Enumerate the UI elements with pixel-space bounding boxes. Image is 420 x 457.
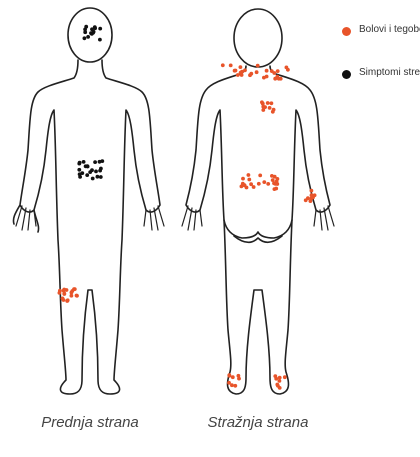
pain-marker-wrist bbox=[310, 189, 314, 193]
pain-marker-front-knee bbox=[62, 292, 66, 296]
pain-marker-front-knee bbox=[75, 294, 79, 298]
pain-marker-lower-back bbox=[249, 182, 253, 186]
pain-marker-lower-back bbox=[274, 187, 278, 191]
pain-marker-left-ankle bbox=[233, 384, 237, 388]
stress-marker-abdomen bbox=[90, 168, 94, 172]
pain-marker-right-ankle bbox=[283, 375, 287, 379]
pain-marker-neck-shoulders bbox=[248, 73, 252, 77]
stress-marker-abdomen bbox=[78, 161, 82, 165]
pain-marker-neck-shoulders bbox=[255, 70, 259, 74]
front-view-label: Prednja strana bbox=[30, 414, 150, 432]
pain-marker-lower-back bbox=[243, 183, 247, 187]
pain-marker-lower-back bbox=[258, 174, 262, 178]
stress-marker-abdomen bbox=[94, 170, 98, 174]
pain-marker-lower-back bbox=[262, 180, 266, 184]
stress-marker-head bbox=[98, 27, 102, 31]
pain-marker-wrist bbox=[306, 196, 310, 200]
legend-stress-label: Simptomi stresa bbox=[359, 67, 420, 79]
stress-marker-abdomen bbox=[93, 160, 97, 164]
pain-marker-right-ankle bbox=[278, 379, 282, 383]
pain-marker-lower-back bbox=[241, 177, 245, 181]
pain-marker-wrist bbox=[311, 196, 315, 200]
pain-marker-neck-shoulders bbox=[256, 64, 260, 68]
pain-marker-lower-back bbox=[270, 174, 274, 178]
pain-marker-neck-shoulders bbox=[262, 76, 266, 80]
pain-marker-left-ankle bbox=[227, 373, 231, 377]
pain-marker-neck-shoulders bbox=[270, 69, 274, 73]
pain-marker-front-knee bbox=[65, 288, 69, 292]
stress-marker-abdomen bbox=[82, 160, 86, 164]
pain-marker-neck-shoulders bbox=[221, 63, 225, 67]
stress-symptom-markers bbox=[77, 25, 104, 181]
stress-marker-abdomen bbox=[77, 168, 81, 172]
pain-marker-front-knee bbox=[70, 289, 74, 293]
stress-marker-head bbox=[86, 35, 90, 39]
pain-marker-upper-back bbox=[272, 108, 276, 112]
stress-marker-abdomen bbox=[80, 171, 84, 175]
pain-marker-front-knee bbox=[62, 298, 66, 302]
stress-marker-head bbox=[83, 30, 87, 34]
stress-marker-abdomen bbox=[85, 173, 89, 177]
pain-marker-left-ankle bbox=[230, 383, 234, 387]
pain-marker-upper-back bbox=[268, 106, 272, 110]
pain-marker-neck-shoulders bbox=[243, 68, 247, 72]
back-hands bbox=[182, 206, 334, 230]
pain-marker-lower-back bbox=[275, 182, 279, 186]
pain-marker-neck-shoulders bbox=[240, 73, 244, 77]
legend-pain-label: Bolovi i tegobe bbox=[359, 24, 420, 36]
pain-marker-left-ankle bbox=[237, 377, 241, 381]
pain-marker-right-ankle bbox=[278, 376, 282, 380]
pain-marker-lower-back bbox=[247, 178, 251, 182]
pain-marker-neck-shoulders bbox=[234, 69, 238, 73]
stress-marker-head bbox=[93, 26, 97, 30]
pain-marker-lower-back bbox=[257, 182, 261, 186]
stress-marker-abdomen bbox=[85, 164, 89, 168]
stress-marker-abdomen bbox=[99, 167, 103, 171]
pain-marker-neck-shoulders bbox=[265, 69, 269, 73]
front-body-outline bbox=[13, 8, 160, 394]
stress-marker-abdomen bbox=[99, 175, 103, 179]
pain-marker-front-knee bbox=[70, 294, 74, 298]
legend-stress-dot bbox=[342, 70, 351, 79]
pain-marker-neck-shoulders bbox=[239, 65, 243, 69]
pain-marker-upper-back bbox=[266, 101, 270, 105]
pain-marker-front-knee bbox=[65, 299, 69, 303]
pain-marker-lower-back bbox=[247, 173, 251, 177]
legend-pain-dot bbox=[342, 27, 351, 36]
pain-marker-neck-shoulders bbox=[275, 75, 279, 79]
pain-marker-upper-back bbox=[263, 105, 267, 109]
pain-marker-wrist bbox=[309, 199, 313, 203]
stress-marker-abdomen bbox=[96, 175, 100, 179]
stress-marker-head bbox=[84, 25, 88, 29]
pain-marker-neck-shoulders bbox=[229, 64, 233, 68]
stress-marker-head bbox=[91, 31, 95, 35]
stress-marker-head bbox=[98, 38, 102, 42]
legend-item-stress: Simptomi stresa bbox=[342, 67, 420, 79]
pain-marker-upper-back bbox=[261, 102, 265, 106]
stress-marker-abdomen bbox=[98, 160, 102, 164]
stress-marker-head bbox=[83, 36, 87, 40]
pain-marker-lower-back bbox=[266, 182, 270, 186]
pain-marker-right-ankle bbox=[274, 377, 278, 381]
pain-marker-lower-back bbox=[271, 178, 275, 182]
legend-item-pain: Bolovi i tegobe bbox=[342, 24, 420, 36]
pain-marker-right-ankle bbox=[276, 384, 280, 388]
pain-marker-left-ankle bbox=[231, 375, 235, 379]
stress-marker-abdomen bbox=[91, 177, 95, 181]
pain-marker-upper-back bbox=[270, 101, 274, 105]
back-view-label: Stražnja strana bbox=[198, 414, 318, 432]
pain-marker-neck-shoulders bbox=[276, 69, 280, 73]
pain-marker-neck-shoulders bbox=[285, 66, 289, 70]
pain-marker-front-knee bbox=[58, 291, 62, 295]
pain-marker-neck-shoulders bbox=[236, 73, 240, 77]
